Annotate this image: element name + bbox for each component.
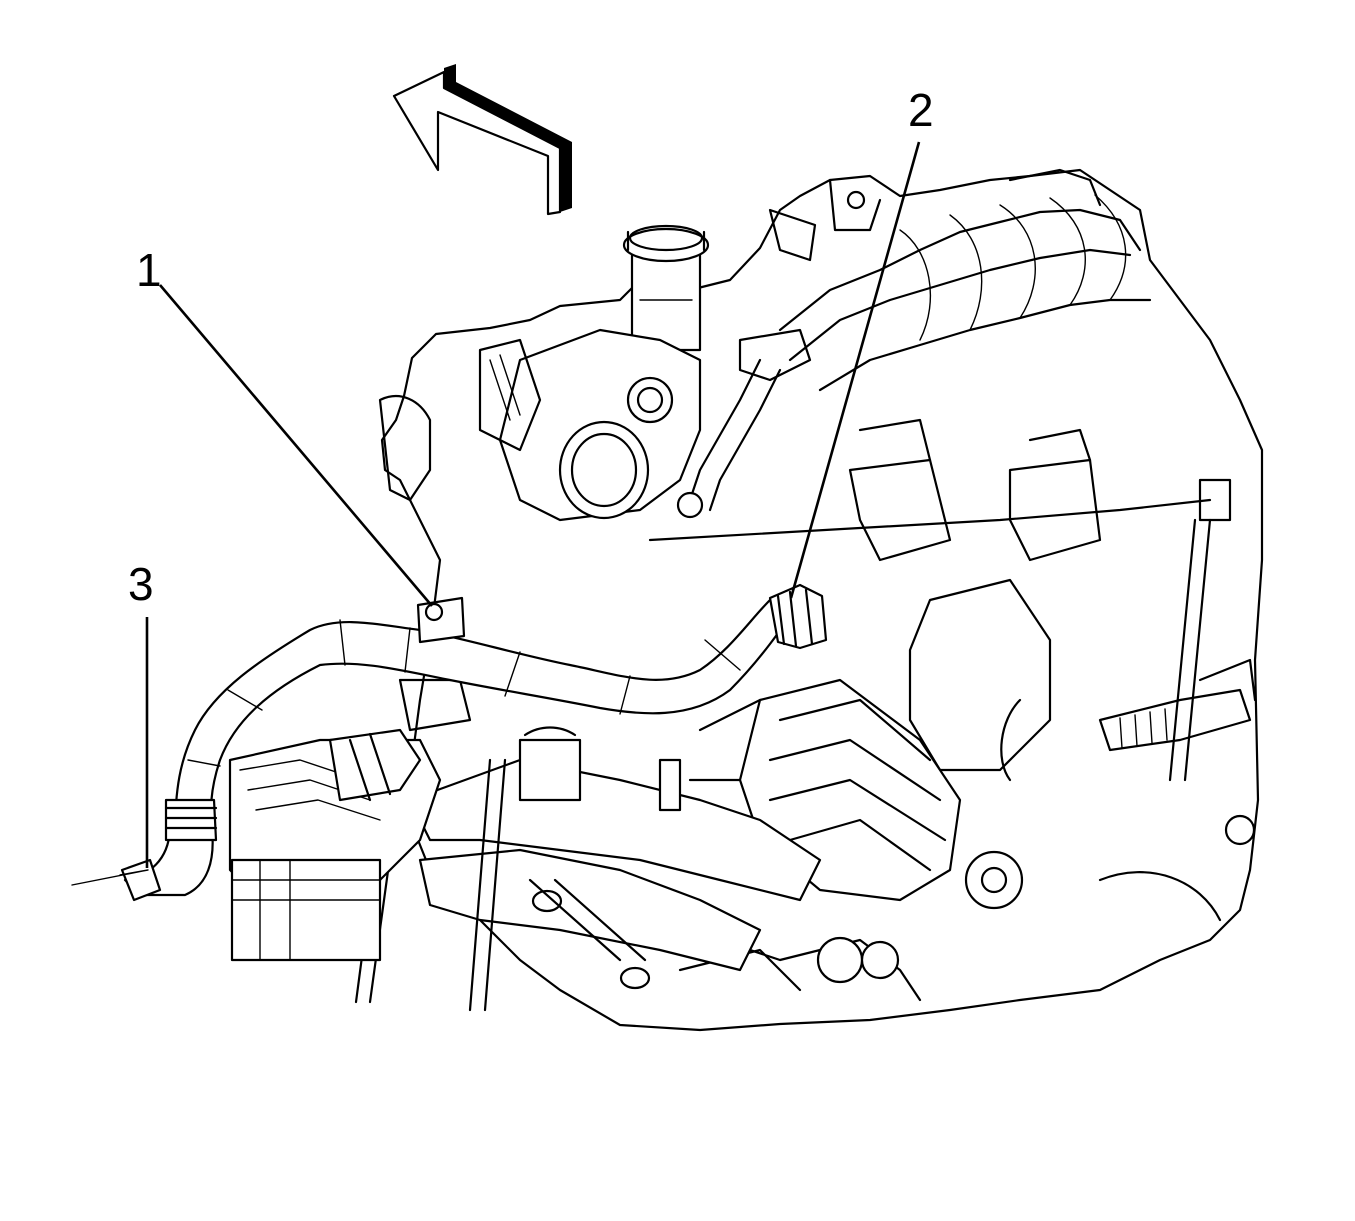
leader-line-1: [159, 284, 433, 607]
transmission-housing: [228, 395, 472, 962]
hose-clamp-3: [120, 798, 218, 902]
callout-2: 2: [908, 84, 934, 136]
hose-clamp-2: [768, 583, 828, 650]
front-direction-arrow-icon: [392, 64, 572, 216]
intake-manifold: [768, 168, 1152, 392]
callout-labels: 1 2 3: [128, 84, 934, 610]
frame-crossmember: [354, 726, 822, 1012]
callout-1: 1: [136, 244, 162, 296]
reservoir-cap: [622, 224, 710, 352]
throttle-body: [478, 328, 702, 522]
callout-leaders: [71, 141, 921, 886]
hose-bracket-1: [416, 596, 466, 644]
heater-hose: [120, 583, 828, 902]
callout-3: 3: [128, 558, 154, 610]
leader-line-2: [789, 141, 921, 599]
